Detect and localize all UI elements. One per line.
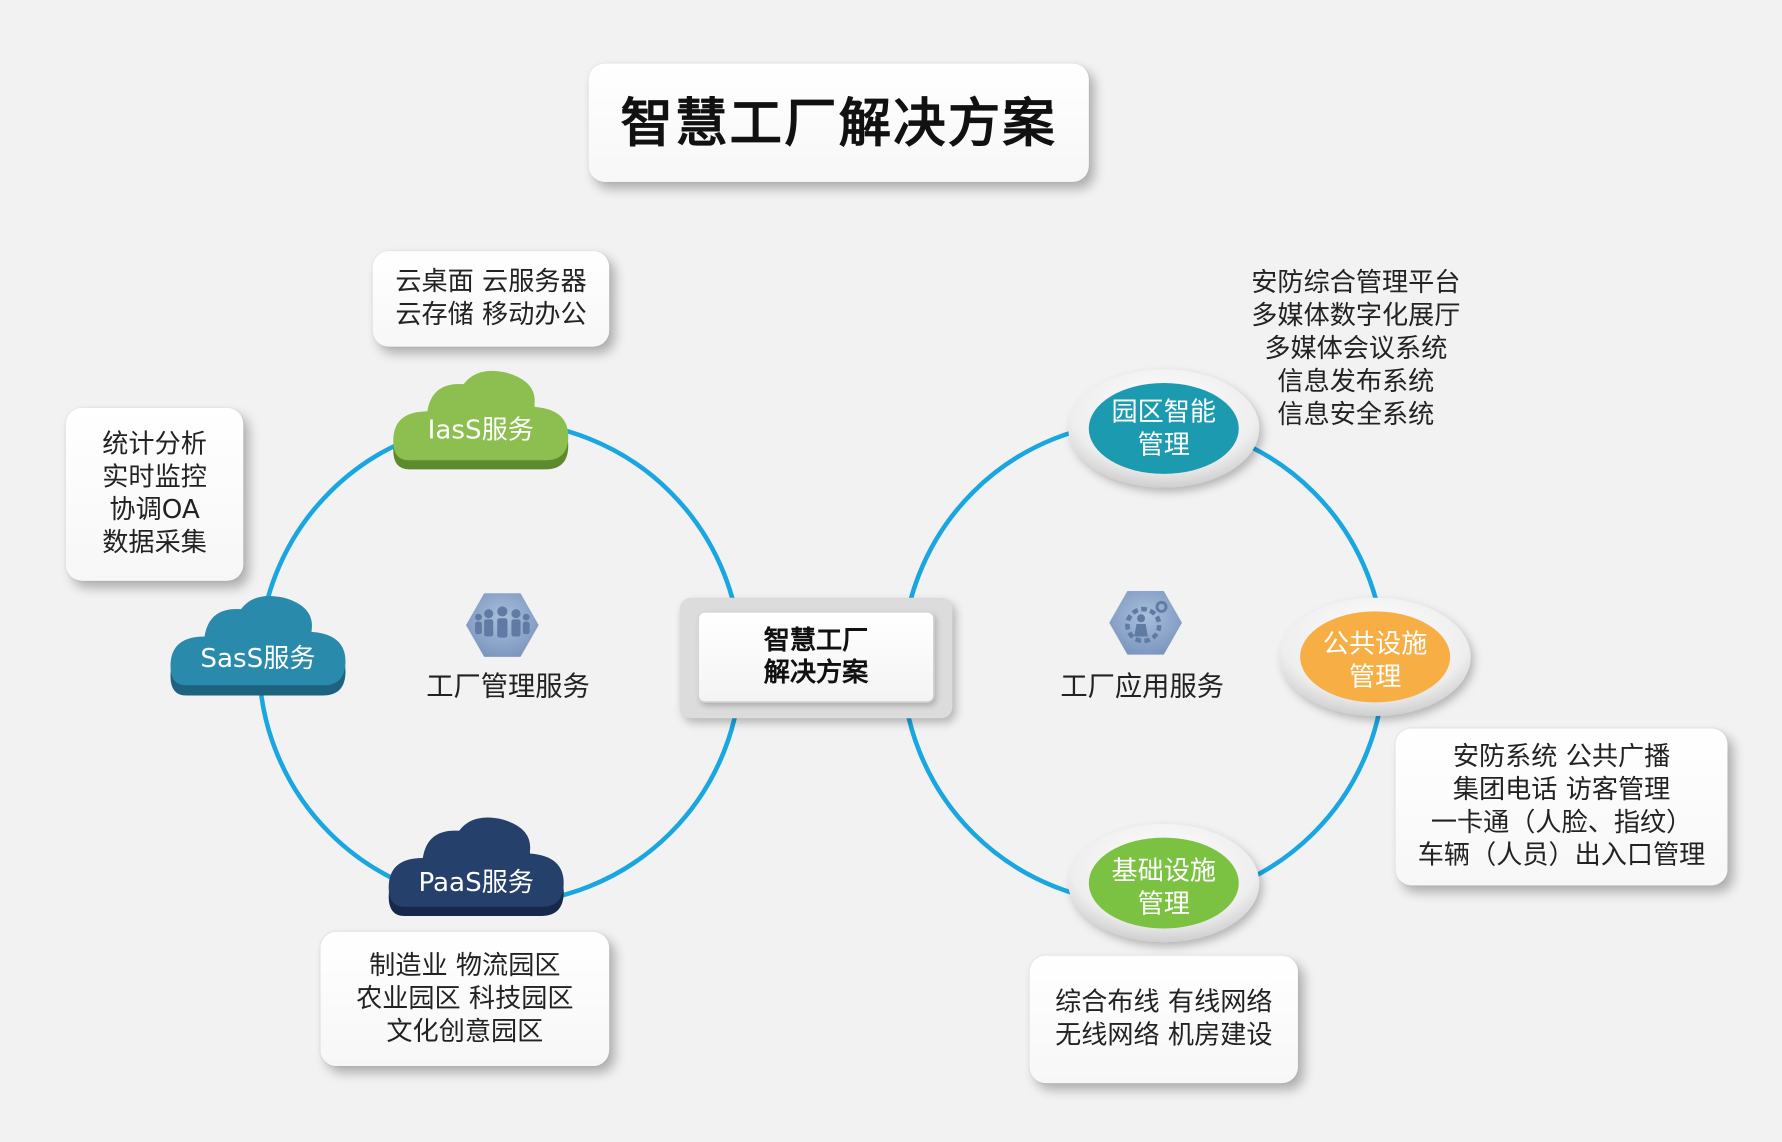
infra-items-card: 综合布线 有线网络 无线网络 机房建设 <box>1029 955 1298 1084</box>
worker-gear-icon <box>1109 590 1182 655</box>
park-label-line1: 园区智能 <box>1111 397 1217 428</box>
iaas-label: IasS服务 <box>427 415 534 446</box>
iaas-items-card: 云桌面 云服务器 云存储 移动办公 <box>372 251 610 347</box>
park-label: 园区智能 管理 <box>1089 397 1239 463</box>
infra-item-line: 无线网络 机房建设 <box>1055 1020 1273 1051</box>
public-item-line: 车辆（人员）出入口管理 <box>1417 841 1706 871</box>
park-item-line: 多媒体会议系统 <box>1264 334 1448 364</box>
public-label-line2: 管理 <box>1349 662 1402 693</box>
park-item-line: 安防综合管理平台 <box>1251 268 1461 298</box>
park-label-line2: 管理 <box>1137 430 1190 461</box>
infra-ellipse <box>1068 823 1260 943</box>
factory-management-label: 工厂管理服务 <box>426 670 590 703</box>
saas-items-card: 统计分析 实时监控 协调OA 数据采集 <box>65 408 244 581</box>
park-item-line: 多媒体数字化展厅 <box>1251 301 1461 331</box>
park-items-list: 安防综合管理平台 多媒体数字化展厅 多媒体会议系统 信息发布系统 信息安全系统 <box>1237 267 1476 432</box>
infra-label-line1: 基础设施 <box>1111 856 1217 887</box>
public-label: 公共设施 管理 <box>1300 628 1450 694</box>
center-box: 智慧工厂 解决方案 <box>679 597 953 719</box>
iaas-cloud <box>393 370 569 470</box>
center-label-line1: 智慧工厂 <box>763 626 869 656</box>
paas-items-card: 制造业 物流园区 农业园区 科技园区 文化创意园区 <box>320 931 610 1067</box>
saas-label: SasS服务 <box>200 644 316 674</box>
page-title: 智慧工厂解决方案 <box>588 63 1089 182</box>
paas-item-line: 文化创意园区 <box>386 1016 544 1047</box>
infra-item-line: 综合布线 有线网络 <box>1055 987 1273 1018</box>
public-items-card: 安防系统 公共广播 集团电话 访客管理 一卡通（人脸、指纹） 车辆（人员）出入口… <box>1395 728 1728 886</box>
public-item-line: 集团电话 访客管理 <box>1452 775 1671 805</box>
paas-label: PaaS服务 <box>418 868 534 898</box>
saas-cloud <box>170 595 346 696</box>
park-ellipse <box>1068 369 1260 488</box>
iaas-item-line: 云桌面 云服务器 <box>395 267 587 297</box>
infra-label: 基础设施 管理 <box>1089 856 1239 922</box>
paas-item-line: 制造业 物流园区 <box>369 950 561 981</box>
people-group-icon <box>465 593 539 657</box>
park-item-line: 信息发布系统 <box>1277 367 1435 397</box>
paas-cloud <box>388 817 564 917</box>
infra-label-line2: 管理 <box>1137 889 1190 920</box>
park-item-line: 信息安全系统 <box>1277 400 1435 430</box>
saas-item-line: 统计分析 <box>102 429 207 460</box>
factory-application-label: 工厂应用服务 <box>1060 670 1225 703</box>
public-item-line: 安防系统 公共广播 <box>1452 742 1671 772</box>
public-label-line1: 公共设施 <box>1322 629 1428 660</box>
public-ellipse <box>1279 597 1471 716</box>
iaas-item-line: 云存储 移动办公 <box>395 300 587 330</box>
saas-item-line: 数据采集 <box>102 528 207 559</box>
saas-item-line: 实时监控 <box>102 462 207 493</box>
saas-item-line: 协调OA <box>109 495 200 526</box>
paas-item-line: 农业园区 科技园区 <box>356 983 574 1014</box>
center-box-label: 智慧工厂 解决方案 <box>697 611 935 703</box>
public-item-line: 一卡通（人脸、指纹） <box>1430 808 1693 838</box>
center-label-line2: 解决方案 <box>763 658 869 688</box>
